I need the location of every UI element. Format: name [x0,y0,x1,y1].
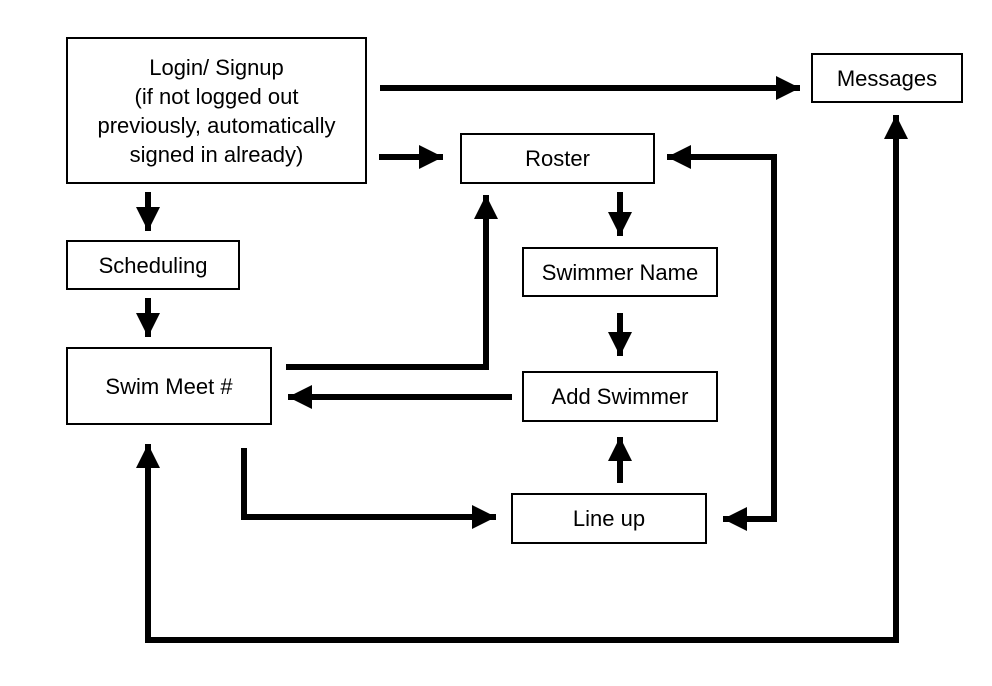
node-line-up-label: Line up [572,506,646,531]
arrow-roster-line-up-bidirectional [667,145,777,531]
node-messages: Messages [811,53,963,103]
arrow-swim-meet-to-line-up [241,448,496,529]
arrow-messages-swim-meet-bidirectional [136,115,908,643]
node-messages-label: Messages [836,65,938,91]
arrow-swim-meet-to-roster [286,195,498,370]
